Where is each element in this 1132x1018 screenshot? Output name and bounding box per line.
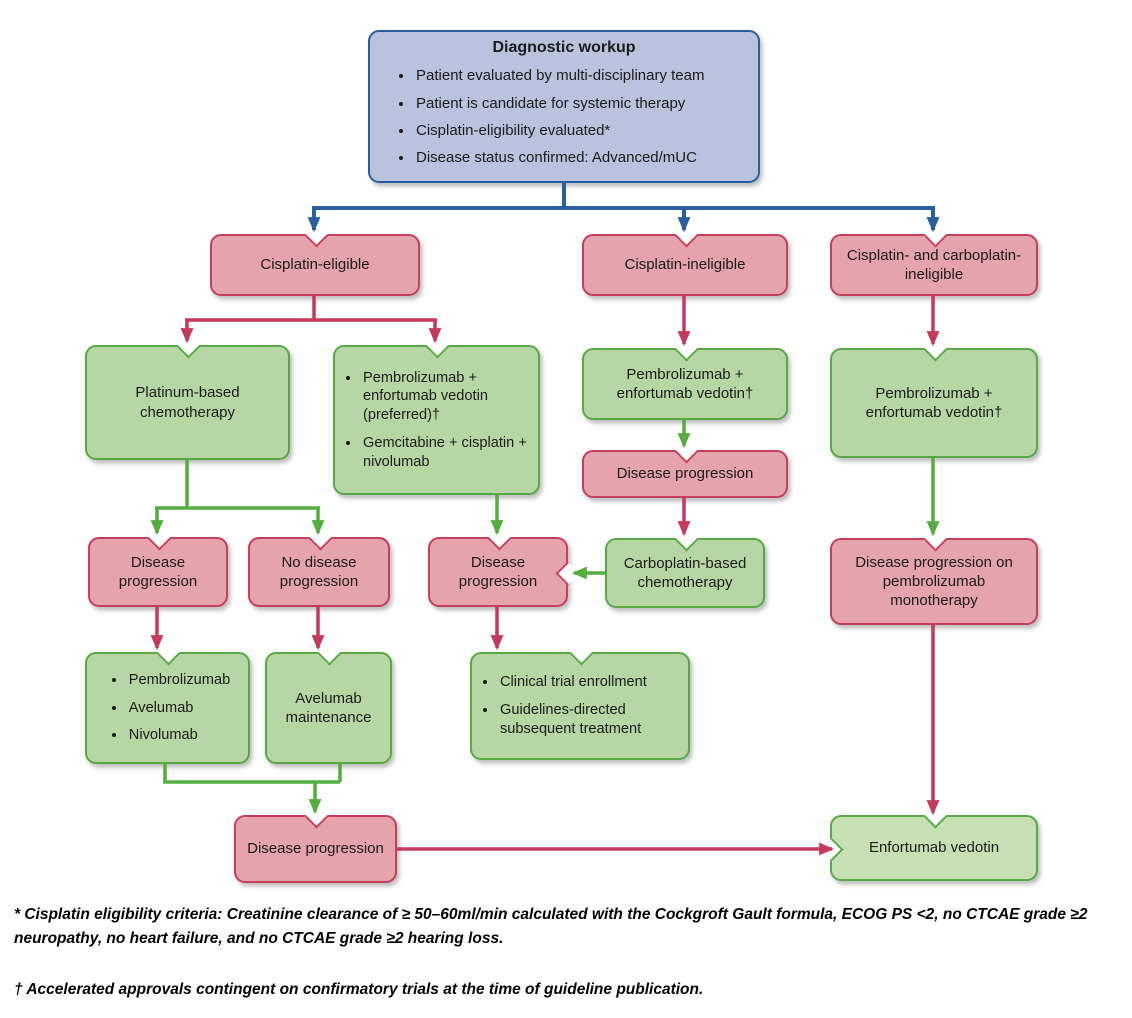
node-clinical-trial-options: Clinical trial enrollment Guidelines-dir…	[470, 640, 690, 760]
notch-left	[818, 836, 844, 862]
bullet-item: Pembrolizumab	[127, 671, 230, 690]
node-cisplatin-ineligible: Cisplatin-ineligible	[582, 222, 788, 296]
notch-top	[425, 333, 450, 359]
footnotes: * Cisplatin eligibility criteria: Creati…	[14, 903, 1120, 1002]
notch-top	[922, 803, 948, 829]
bullet-item: Patient is candidate for systemic therap…	[414, 94, 740, 113]
notch-top	[922, 336, 948, 362]
node-label: Cisplatin- and carboplatin-ineligible	[846, 246, 1022, 283]
node-label: Carboplatin-based chemotherapy	[623, 554, 747, 591]
notch-top	[486, 525, 512, 551]
footnote-accelerated-approval: † Accelerated approvals contingent on co…	[14, 981, 704, 999]
node-disease-progression-center: Disease progression	[428, 525, 580, 607]
node-io-monotherapy-options: Pembrolizumab Avelumab Nivolumab	[85, 640, 250, 764]
diagnostic-title: Diagnostic workup	[492, 38, 636, 56]
node-label: Pembrolizumab + enfortumab vedotin†	[616, 365, 754, 402]
notch-top	[317, 640, 342, 666]
node-pembrolizumab-ev-or-gemcis-nivolumab: Pembrolizumab + enfortumab vedotin (pref…	[333, 333, 540, 495]
bullet-item: Guidelines-directed subsequent treatment	[498, 701, 684, 738]
node-no-disease-progression: No disease progression	[248, 525, 390, 607]
node-platinum-chemotherapy: Platinum-based chemotherapy	[85, 333, 290, 460]
node-avelumab-maintenance: Avelumab maintenance	[265, 640, 392, 764]
node-label: Platinum-based chemotherapy	[135, 384, 240, 421]
node-disease-progression-mid: Disease progression	[582, 438, 788, 498]
node-cisplatin-eligible: Cisplatin-eligible	[210, 222, 420, 296]
bullet-item: Disease status confirmed: Advanced/mUC	[414, 148, 740, 167]
bullet-item: Pembrolizumab + enfortumab vedotin (pref…	[361, 369, 534, 425]
node-disease-progression-bottom: Disease progression	[234, 803, 397, 883]
diagnostic-bullet-list: Patient evaluated by multi-disciplinary …	[384, 66, 744, 167]
notch-top	[673, 222, 699, 248]
bullet-list: Pembrolizumab + enfortumab vedotin (pref…	[335, 360, 538, 480]
node-label: Pembrolizumab + enfortumab vedotin†	[865, 384, 1003, 421]
node-enfortumab-vedotin: Enfortumab vedotin	[818, 803, 1038, 881]
bullet-list: Pembrolizumab Avelumab Nivolumab	[101, 662, 234, 754]
node-label: Disease progression	[247, 840, 384, 858]
bullet-item: Patient evaluated by multi-disciplinary …	[414, 66, 740, 85]
node-disease-progression-left: Disease progression	[88, 525, 228, 607]
node-label: Enfortumab vedotin	[868, 839, 1000, 857]
node-label: Disease progression	[616, 465, 754, 483]
bullet-item: Cisplatin-eligibility evaluated*	[414, 121, 740, 140]
bullet-item: Clinical trial enrollment	[498, 673, 684, 692]
notch-top	[673, 336, 699, 362]
node-pembrolizumab-ev-right: Pembrolizumab + enfortumab vedotin†	[830, 336, 1038, 458]
notch-top	[176, 333, 201, 359]
node-diagnostic-workup: Diagnostic workup Patient evaluated by m…	[368, 30, 760, 183]
node-label: Disease progression	[118, 553, 198, 590]
node-cisplatin-carboplatin-ineligible: Cisplatin- and carboplatin-ineligible	[830, 222, 1038, 296]
node-label: No disease progression	[279, 553, 359, 590]
bullet-item: Avelumab	[127, 699, 230, 718]
bullet-item: Gemcitabine + cisplatin + nivolumab	[361, 434, 534, 471]
node-disease-progression-pembro-monotherapy: Disease progression on pembrolizumab mon…	[830, 526, 1038, 625]
notch-top	[146, 525, 172, 551]
notch-top	[304, 803, 329, 829]
footnote-cisplatin-criteria: * Cisplatin eligibility criteria: Creati…	[14, 906, 1088, 948]
notch-top	[303, 222, 329, 248]
node-carboplatin-chemotherapy: Carboplatin-based chemotherapy	[605, 526, 765, 608]
node-label: Cisplatin-eligible	[260, 256, 370, 274]
node-label: Avelumab maintenance	[285, 689, 372, 726]
notch-top	[307, 525, 333, 551]
notch-top	[568, 640, 594, 666]
node-label: Disease progression on pembrolizumab mon…	[855, 553, 1013, 610]
bullet-item: Nivolumab	[127, 726, 230, 745]
notch-top	[673, 526, 699, 552]
notch-top	[673, 438, 699, 464]
node-label: Cisplatin-ineligible	[624, 256, 746, 274]
node-pembrolizumab-ev-mid: Pembrolizumab + enfortumab vedotin†	[582, 336, 788, 420]
bullet-list: Clinical trial enrollment Guidelines-dir…	[472, 664, 688, 747]
node-label: Disease progression	[458, 553, 538, 590]
diagnostic-content: Diagnostic workup Patient evaluated by m…	[370, 34, 758, 179]
notch-top	[922, 526, 948, 552]
blue-connectors	[307, 181, 940, 233]
